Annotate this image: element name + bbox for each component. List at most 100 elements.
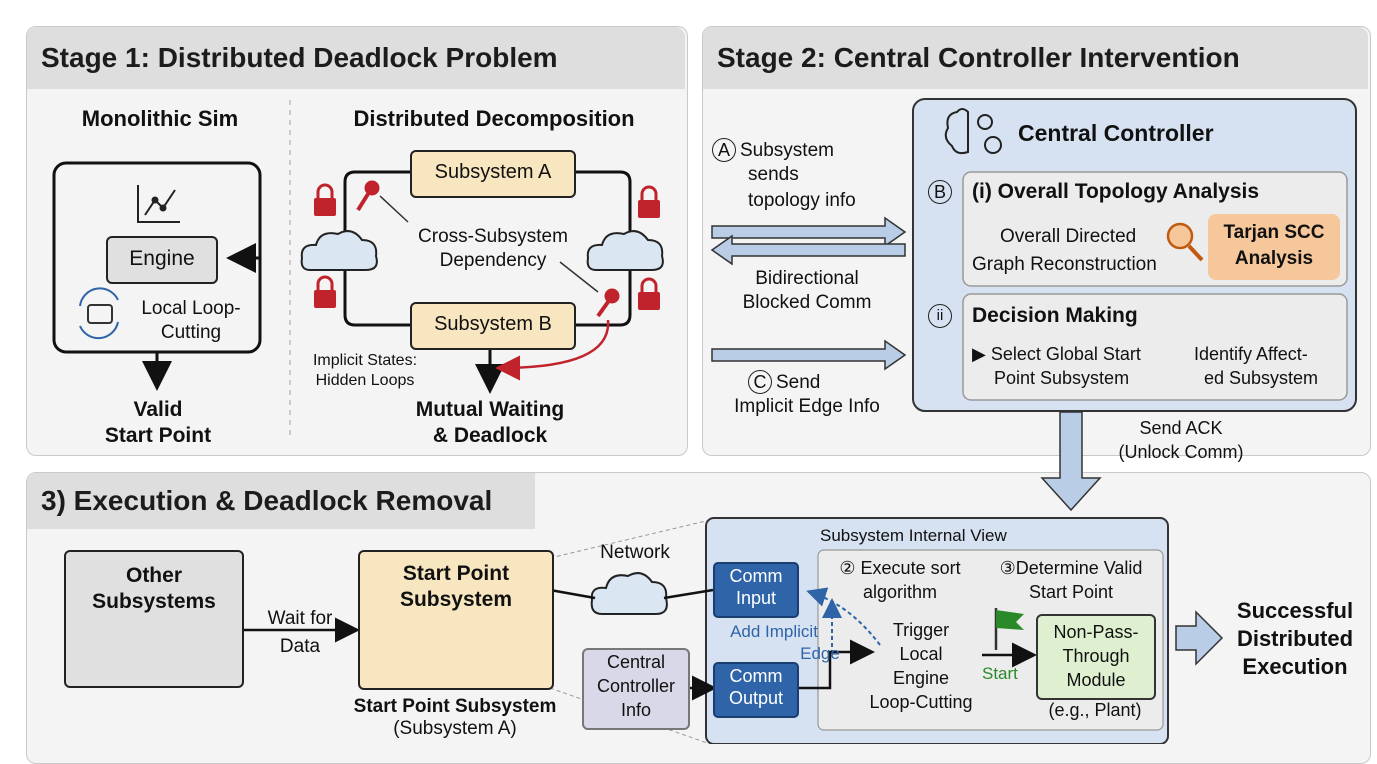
affect-1: Identify Affect-: [1194, 344, 1308, 364]
stage3-title: 3) Execution & Deadlock Removal: [27, 473, 535, 529]
add-implicit-1: Add Implicit: [730, 622, 818, 641]
trigger-1: Trigger: [892, 620, 950, 640]
success-1: Successful: [1236, 598, 1354, 623]
start-caption-2: (Subsystem A): [393, 718, 517, 739]
engine-box: [106, 236, 218, 284]
central-info-1: Central: [606, 652, 666, 672]
ack-1: Send ACK: [1139, 418, 1223, 438]
start-caption-1: Start Point Subsystem: [353, 696, 557, 717]
central-controller-title: Central Controller: [1018, 120, 1214, 146]
non-pass-through-box: [1036, 614, 1156, 700]
step-a-text-1: Subsystem: [740, 140, 834, 161]
step-a-marker: A: [712, 138, 736, 162]
step-b-marker-wrap: B: [928, 180, 956, 204]
subsystem-a-label: Subsystem A: [434, 161, 552, 183]
topology-title: (i) Overall Topology Analysis: [972, 180, 1260, 203]
comm-output-2: Output: [728, 688, 784, 708]
tarjan-2: Analysis: [1234, 248, 1314, 269]
step-c-text-2: Implicit Edge Info: [734, 396, 880, 417]
magnifier-icon: [1166, 222, 1204, 262]
arrow-right-a: [711, 216, 907, 248]
mono-title: Monolithic Sim: [81, 106, 239, 131]
npt-1: Non-Pass-: [1053, 622, 1139, 642]
tarjan-1: Tarjan SCC: [1223, 222, 1325, 243]
start-1: Start Point: [402, 562, 510, 585]
subsystem-a: [410, 150, 576, 198]
success-3: Execution: [1242, 654, 1348, 679]
wait-2: Data: [279, 636, 321, 657]
cross-dep-2: Dependency: [439, 250, 547, 271]
topology-1: Overall Directed: [1000, 226, 1137, 247]
arrow-down-ack: [1040, 411, 1102, 512]
stage1-title: Stage 1: Distributed Deadlock Problem: [27, 27, 685, 89]
implicit-2: Hidden Loops: [315, 372, 415, 389]
start-2: Subsystem: [399, 588, 513, 611]
ack-2: (Unlock Comm): [1118, 442, 1244, 462]
trigger-4: Loop-Cutting: [869, 692, 973, 712]
local-loop-2: Cutting: [160, 322, 222, 343]
key-icon: [356, 180, 620, 318]
network-label: Network: [600, 542, 670, 563]
arrow-left-bidir: [710, 234, 906, 266]
flag-icon: [994, 608, 1024, 650]
decision-title: Decision Making: [972, 304, 1138, 327]
step-ii-marker-wrap: ii: [928, 304, 956, 328]
dist-title: Distributed Decomposition: [353, 106, 635, 131]
step-c-text-1: Send: [776, 372, 821, 393]
internal-view-title: Subsystem Internal View: [820, 526, 1007, 545]
determine-2: Start Point: [1028, 582, 1114, 602]
subsystem-b: [410, 302, 576, 350]
comm-input-2: Input: [735, 588, 777, 608]
lock-icon: [314, 183, 660, 310]
exec-sort-1: ② Execute sort: [839, 558, 961, 578]
npt-caption: (e.g., Plant): [1048, 700, 1142, 720]
cloud-icon-right: [586, 230, 664, 271]
select-2: Point Subsystem: [994, 368, 1130, 388]
trigger-3: Engine: [892, 668, 950, 688]
mutual-1: Mutual Waiting: [415, 398, 565, 421]
topology-2: Graph Reconstruction: [972, 254, 1157, 275]
loop-cutting-icon: [79, 287, 119, 340]
step-a-text-2: sends: [748, 164, 799, 185]
other-subsystems-box: [64, 550, 244, 688]
subsystem-b-label: Subsystem B: [434, 313, 552, 335]
start-label: Start: [982, 664, 1018, 683]
arrow-right-c: [711, 339, 907, 371]
wait-1: Wait for: [267, 608, 333, 629]
engine-label: Engine: [129, 247, 195, 270]
step-c-marker: C: [748, 370, 772, 394]
comm-output-1: Comm: [729, 666, 783, 686]
arrow-right-success: [1175, 610, 1224, 666]
determine-1: ③Determine Valid: [999, 558, 1143, 578]
stage2-title: Stage 2: Central Controller Intervention: [703, 27, 1368, 89]
central-info-3: Info: [620, 700, 652, 720]
bidir-2: Blocked Comm: [742, 292, 872, 313]
network-cloud-icon: [590, 572, 668, 615]
cloud-icon-left: [300, 230, 378, 271]
step-ii-marker: ii: [928, 304, 952, 328]
central-info-2: Controller: [596, 676, 676, 696]
trigger-2: Local: [899, 644, 943, 664]
select-1: ▶ Select Global Start: [972, 344, 1141, 364]
npt-2: Through: [1062, 646, 1130, 666]
chart-icon: [137, 185, 180, 223]
brain-gears-icon: [944, 108, 1002, 155]
other-2: Subsystems: [92, 590, 216, 613]
comm-input-box: [713, 562, 799, 618]
success-2: Distributed: [1236, 626, 1354, 651]
step-b-marker: B: [928, 180, 952, 204]
central-info-box: [582, 648, 690, 730]
comm-output-box: [713, 662, 799, 718]
add-implicit-2: Edge: [800, 644, 840, 663]
bidir-1: Bidirectional: [755, 268, 859, 289]
local-loop-1: Local Loop-: [141, 298, 241, 319]
valid-2: Start Point: [104, 424, 212, 447]
other-1: Other: [125, 564, 182, 587]
exec-sort-2: algorithm: [862, 582, 938, 602]
affect-2: ed Subsystem: [1204, 368, 1319, 388]
mutual-2: & Deadlock: [432, 424, 548, 447]
implicit-1: Implicit States:: [312, 352, 418, 369]
comm-input-1: Comm: [729, 566, 783, 586]
